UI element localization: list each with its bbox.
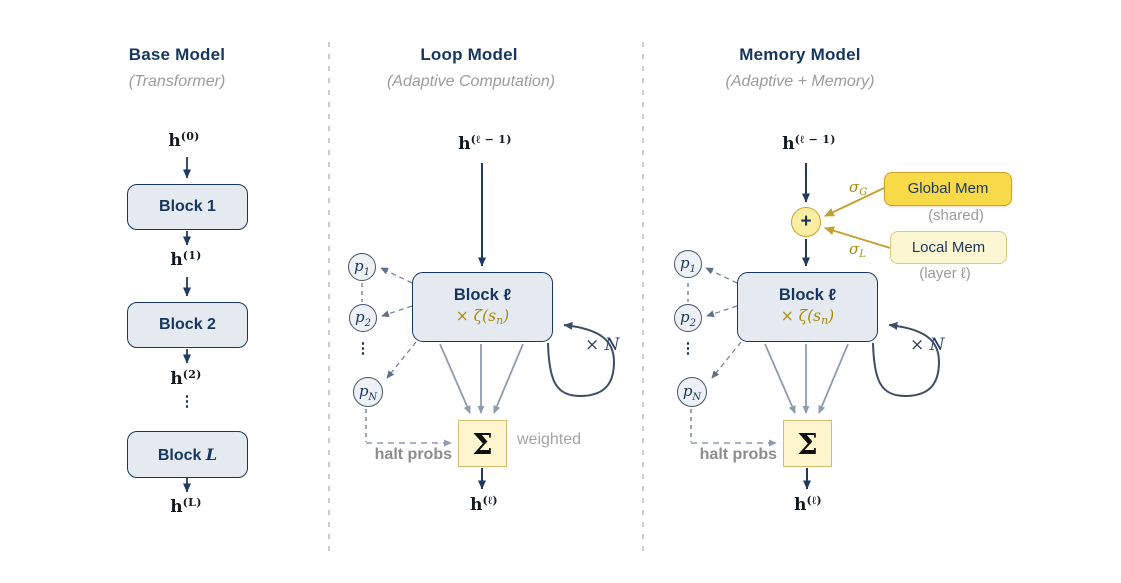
loop-weighted-label: weighted (517, 431, 582, 448)
loop-sum-box: Σ (458, 420, 507, 467)
memory-p1-circle: p1 (674, 250, 702, 278)
loop-recurrence-arrow (547, 321, 616, 398)
loop-block-label: Block ℓ (453, 285, 512, 304)
loop-p-ellipsis: ⋮ (355, 340, 371, 357)
loop-p1-circle: p1 (348, 253, 376, 281)
memory-injection-arrows (824, 187, 891, 249)
loop-model-title: Loop Model (420, 45, 518, 64)
base-ellipsis: ⋮ (179, 393, 195, 410)
base-block-1: Block 1 (127, 184, 248, 230)
memory-input-label: h(ℓ − 1) (782, 133, 836, 154)
base-h0-label: h(0) (168, 130, 200, 151)
memory-sigma-l-label: σL (849, 240, 866, 260)
loop-output-label: h(ℓ) (470, 494, 498, 515)
memory-plus-node: + (791, 207, 821, 237)
memory-repeat-label: × N (910, 335, 945, 355)
loop-pN-circle: pN (353, 377, 383, 407)
memory-sum-box: Σ (783, 420, 832, 467)
memory-local-mem-note: (layer ℓ) (919, 265, 971, 282)
memory-local-mem-box: Local Mem (890, 231, 1007, 264)
memory-pN-circle: pN (677, 377, 707, 407)
memory-block-scale-label: × ζ(sn) (780, 306, 835, 327)
memory-global-mem-note: (shared) (928, 207, 984, 224)
loop-repeat-label: × N (585, 335, 620, 355)
memory-block-label: Block ℓ (778, 285, 837, 304)
memory-prob-chain (687, 283, 692, 442)
base-model-subtitle: (Transformer) (128, 73, 226, 90)
loop-halt-probs-label: halt probs (374, 446, 452, 463)
loop-weighted-arrows (439, 343, 524, 414)
loop-model-subtitle: (Adaptive Computation) (386, 73, 556, 90)
loop-halt-prob-arrows (380, 267, 417, 379)
loop-prob-chain (361, 283, 367, 442)
memory-flow-arrows (802, 163, 811, 490)
memory-block: Block ℓ × ζ(sn) (737, 272, 878, 342)
base-h1-label: h(1) (170, 249, 202, 270)
memory-sigma-g-label: σG (849, 178, 868, 198)
memory-model-subtitle: (Adaptive + Memory) (725, 73, 875, 90)
loop-block: Block ℓ × ζ(sn) (412, 272, 553, 342)
memory-p-ellipsis: ⋮ (680, 340, 696, 357)
base-block-2: Block 2 (127, 302, 248, 348)
base-block-L: Block L (127, 431, 248, 478)
base-model-title: Base Model (128, 45, 226, 64)
memory-output-label: h(ℓ) (794, 494, 822, 515)
base-h2-label: h(2) (170, 368, 202, 389)
loop-input-label: h(ℓ − 1) (458, 133, 512, 154)
loop-p2-circle: p2 (349, 304, 377, 332)
base-hL-label: h(L) (170, 496, 202, 517)
memory-model-title: Memory Model (739, 45, 861, 64)
memory-halt-prob-arrows (705, 267, 742, 379)
memory-halt-probs-label: halt probs (699, 446, 777, 463)
memory-global-mem-box: Global Mem (884, 172, 1012, 206)
memory-weighted-arrows (764, 343, 849, 414)
loop-block-scale-label: × ζ(sn) (455, 306, 510, 327)
memory-recurrence-arrow (872, 321, 941, 398)
memory-p2-circle: p2 (674, 304, 702, 332)
